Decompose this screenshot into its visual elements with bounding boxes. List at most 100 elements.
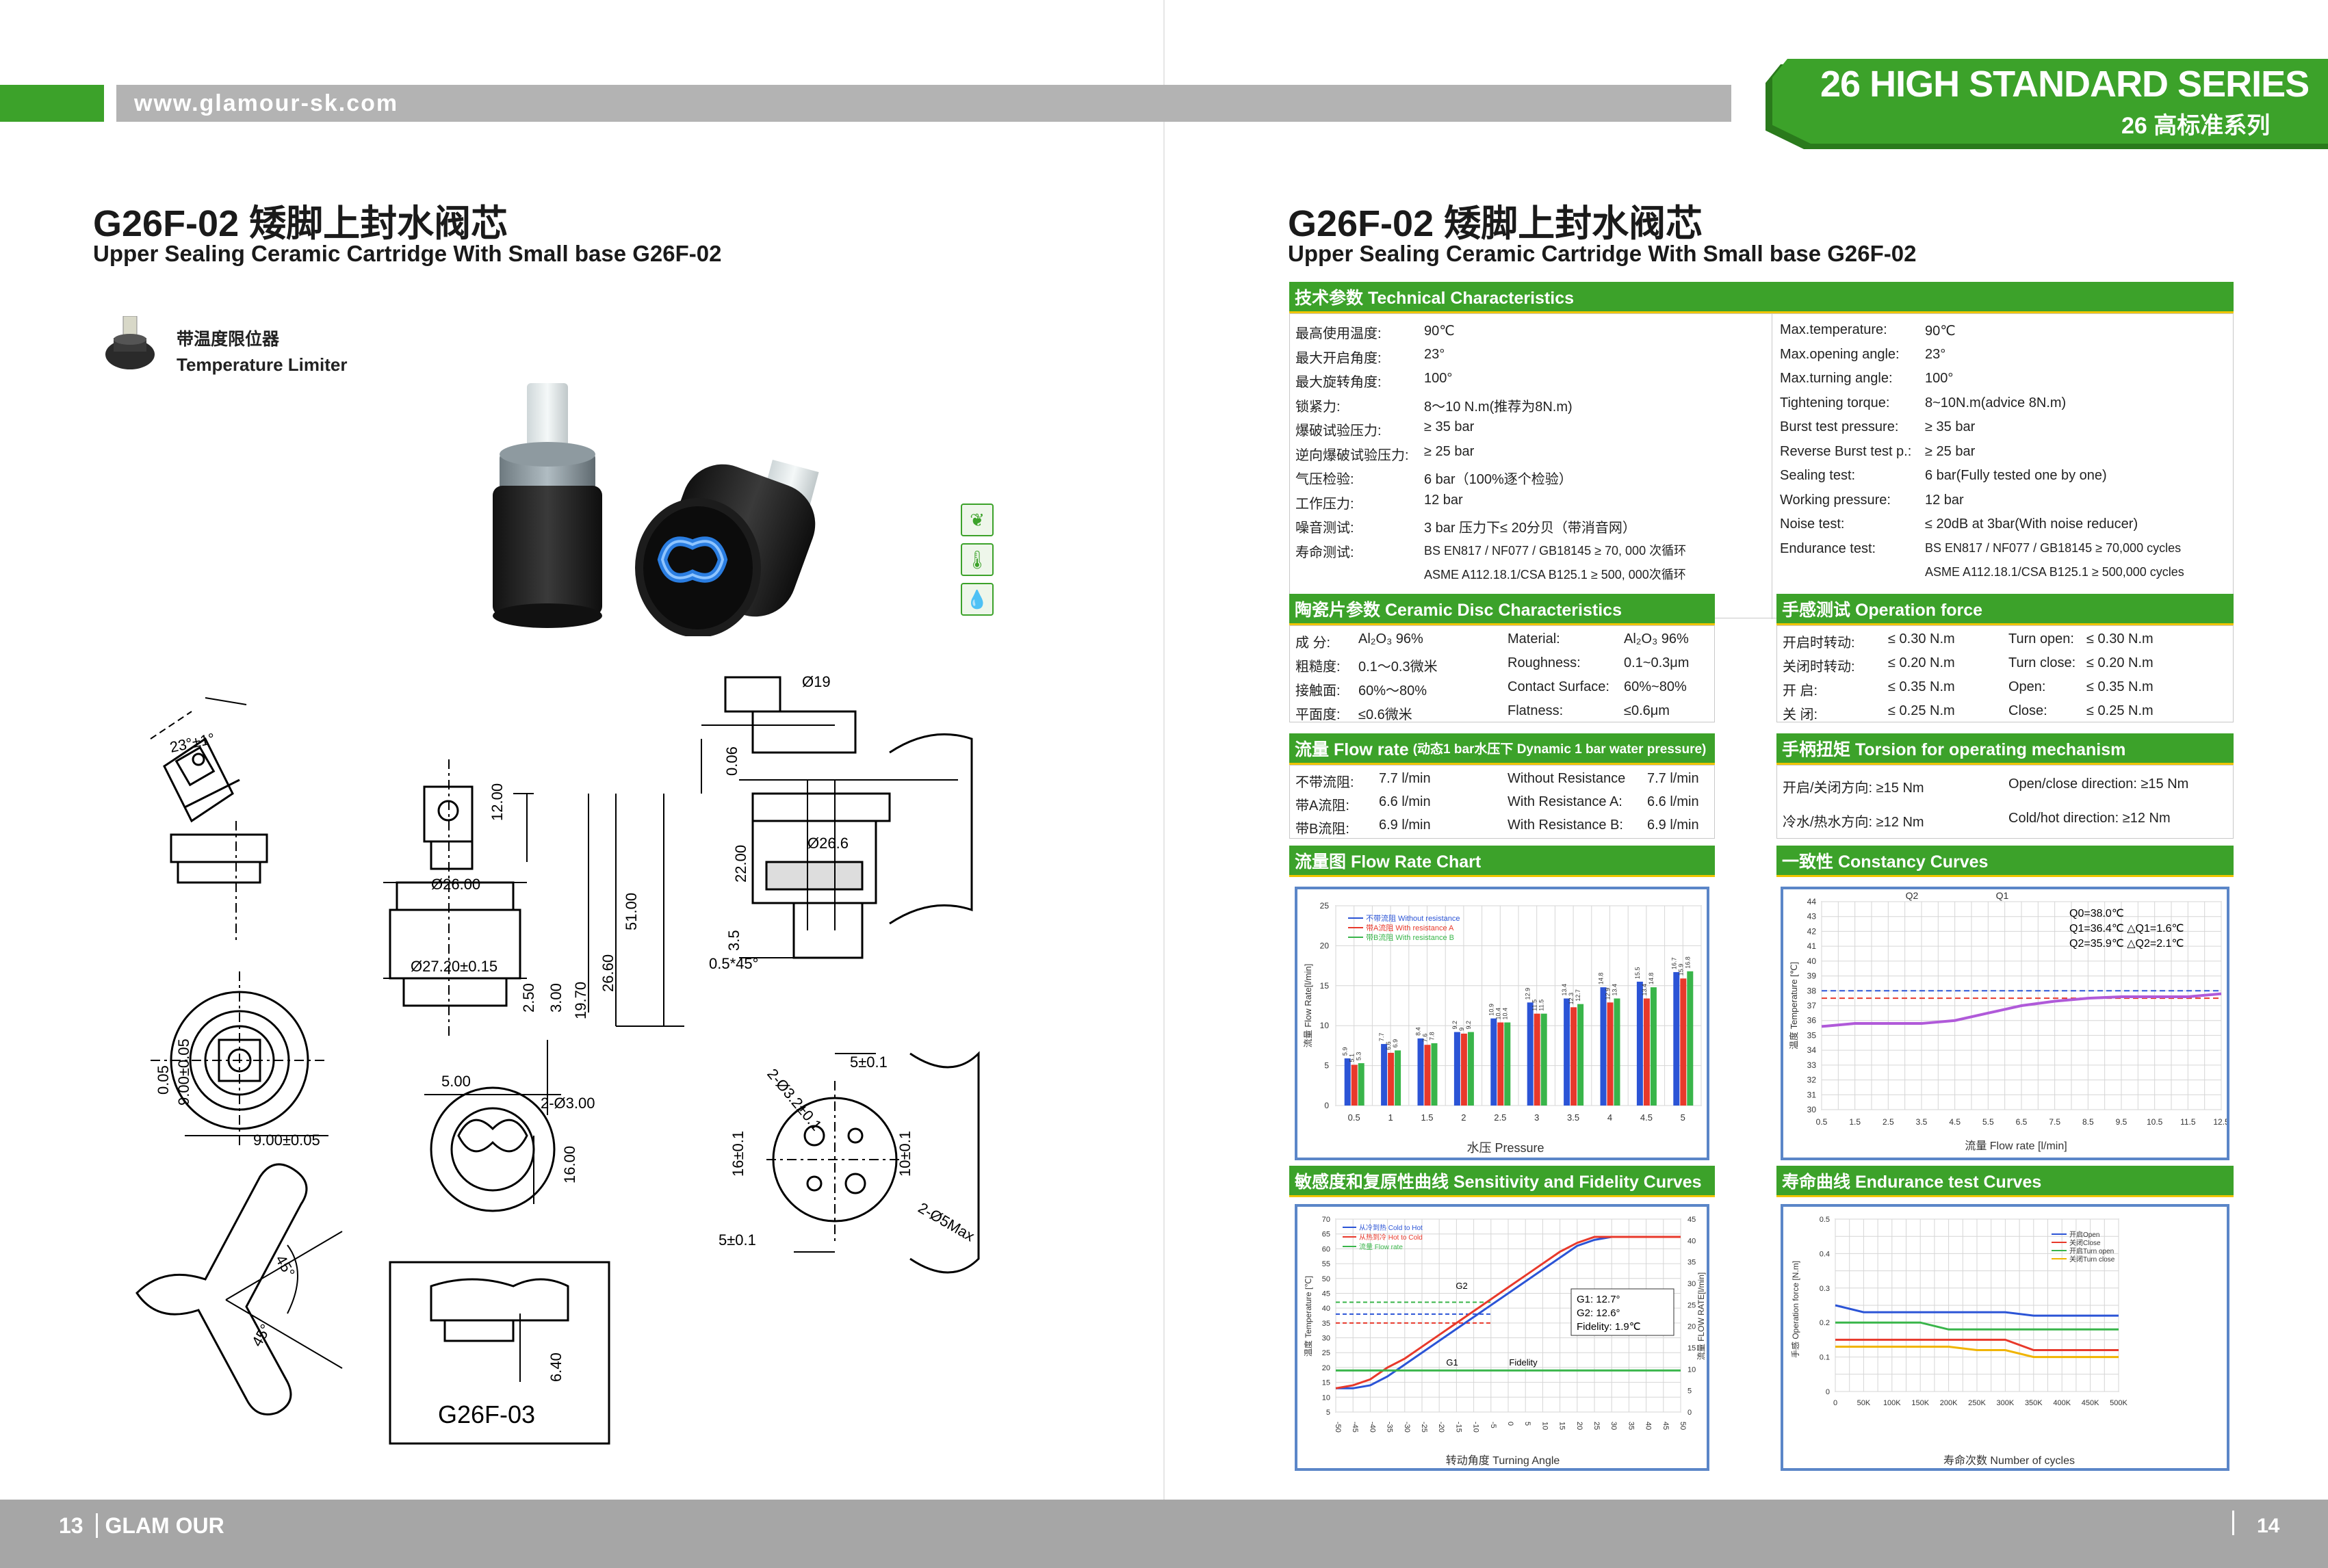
tech-cn-value: ≥ 25 bar <box>1424 443 1475 459</box>
flow-xtick: 2.5 <box>1494 1112 1506 1123</box>
tech-cn-label: 锁紧力: <box>1295 399 1341 415</box>
flow-data-label: 12.9 <box>1605 988 1612 1000</box>
tech-cn-value: 23° <box>1424 346 1445 362</box>
flow-data-label: 10.9 <box>1488 1004 1495 1016</box>
sensitivity-ytick: 65 <box>1322 1231 1330 1239</box>
endurance-legend-label: 开启Turn open <box>2069 1246 2114 1255</box>
section-view <box>701 676 973 959</box>
constancy-ytick: 37 <box>1807 1001 1817 1010</box>
sensitivity-ytick: 25 <box>1322 1349 1330 1357</box>
website-url[interactable]: www.glamour-sk.com <box>134 90 399 116</box>
ceramic-label-cn: 成 分: <box>1295 636 1331 651</box>
ceramic-value-cn: 60%～80% <box>1358 683 1427 698</box>
bottom-view <box>151 971 328 1149</box>
sensitivity-annot-fidelity-val: Fidelity: 1.9℃ <box>1577 1321 1641 1333</box>
flow-data-label: 12.7 <box>1575 989 1581 1002</box>
tech-cn-value: ASME A112.18.1/CSA B125.1 ≥ 500, 000次循环 <box>1424 568 1686 582</box>
flow-legend-label: 不带流阻 Without resistance <box>1366 913 1460 923</box>
dim-chamfer: 0.5*45° <box>709 955 758 972</box>
thermometer-icon: 🌡 <box>961 543 994 576</box>
flow-data-label: 6.9 <box>1392 1039 1399 1048</box>
sensitivity-xtick: 20 <box>1575 1422 1583 1430</box>
endurance-series-line <box>1835 1345 2119 1359</box>
dim-5-bottom: 5±0.1 <box>719 1231 756 1249</box>
sensitivity-y2tick: 45 <box>1687 1216 1696 1224</box>
flow-data-label: 11.5 <box>1538 999 1545 1011</box>
rotated-view <box>150 697 268 944</box>
sensitivity-xtick: -35 <box>1386 1422 1394 1433</box>
sensitivity-y2tick: 15 <box>1687 1344 1696 1353</box>
torsion-section: 手柄扭矩 Torsion for operating mechanism 开启/… <box>1776 733 2234 839</box>
flow-bar <box>1490 1018 1497 1106</box>
ceramic-label-cn: 接触面: <box>1295 683 1341 698</box>
tech-cn-label: 噪音测试: <box>1295 521 1354 536</box>
torsion-header: 手柄扭矩 Torsion for operating mechanism <box>1776 733 2234 765</box>
dim-6-40: 6.40 <box>547 1353 565 1382</box>
flow-value-cn: 7.7 l/min <box>1379 771 1431 786</box>
sensitivity-xtick: 15 <box>1558 1422 1566 1430</box>
sensitivity-ytick: 5 <box>1326 1409 1330 1417</box>
ceramic-value-cn: Al₂O₃ 96% <box>1358 631 1423 646</box>
flow-ytick: 10 <box>1320 1021 1330 1030</box>
tech-en-value: ≥ 25 bar <box>1925 443 1976 459</box>
tech-en-value: BS EN817 / NF077 / GB18145 ≥ 70,000 cycl… <box>1925 540 2182 555</box>
flow-data-label: 7.7 <box>1378 1033 1385 1042</box>
sensitivity-xtick: -5 <box>1489 1422 1497 1428</box>
endurance-legend-label: 关闭Turn close <box>2069 1255 2115 1264</box>
ceramic-value-en: ≤0.6μm <box>1624 703 1670 718</box>
dim-12: 12.00 <box>489 783 506 821</box>
tech-en-value: ASME A112.18.1/CSA B125.1 ≥ 500,000 cycl… <box>1925 565 2184 579</box>
constancy-xtick: 12.5 <box>2213 1117 2229 1127</box>
flow-bar <box>1564 998 1570 1106</box>
right-title-cn: G26F-02 矮脚上封水阀芯 <box>1288 203 1703 244</box>
flow-bar <box>1453 1032 1460 1106</box>
series-banner <box>1772 59 2328 144</box>
flow-label-cn: 不带流阻: <box>1295 775 1354 790</box>
tech-cn-label: 最高使用温度: <box>1295 326 1382 341</box>
flow-data-label: 7.8 <box>1429 1032 1436 1041</box>
flow-xtick: 5 <box>1681 1112 1685 1123</box>
flow-ylabel: 流量 Flow Rate[l/min] <box>1303 964 1313 1048</box>
tech-cn-label: 工作压力: <box>1295 496 1354 512</box>
constancy-ytick: 36 <box>1807 1016 1817 1025</box>
tech-en-label: Sealing test: <box>1780 468 1856 483</box>
endurance-series-line <box>1835 1321 2119 1331</box>
dim-d26-6: Ø26.6 <box>807 835 849 852</box>
flow-xtick: 4.5 <box>1640 1112 1653 1123</box>
flow-data-label: 12.9 <box>1525 988 1531 1000</box>
flow-xtick: 1 <box>1388 1112 1393 1123</box>
endurance-ytick: 0.3 <box>1820 1285 1830 1293</box>
ceramic-label-en: Flatness: <box>1508 703 1564 718</box>
ceramic-value-cn: ≤0.6微米 <box>1358 707 1412 722</box>
dim-3-00: 3.00 <box>547 983 565 1012</box>
header-url-bar <box>116 85 1731 122</box>
left-title-en: Upper Sealing Ceramic Cartridge With Sma… <box>93 241 722 266</box>
sensitivity-legend-label: 从冷到热 Cold to Hot <box>1359 1223 1423 1232</box>
dim-2x3-2: 2-Ø3.2±0.1 <box>764 1065 825 1134</box>
flow-bar <box>1600 987 1607 1106</box>
sensitivity-y2tick: 5 <box>1687 1387 1692 1396</box>
hole-pattern-view <box>766 1051 980 1274</box>
page-fold <box>1163 0 1165 1568</box>
flow-bar <box>1650 987 1657 1106</box>
sensitivity-ytick: 70 <box>1322 1216 1330 1224</box>
flow-data-label: 5.9 <box>1342 1047 1349 1056</box>
flow-bar <box>1673 971 1680 1106</box>
constancy-xtick: 10.5 <box>2147 1117 2163 1127</box>
dim-26-60: 26.60 <box>599 954 617 992</box>
tech-cn-value: 6 bar（100%逐个检验） <box>1424 472 1573 487</box>
side-elevation <box>383 759 684 1115</box>
sensitivity-xtick: -50 <box>1334 1422 1342 1433</box>
flow-data-label: 13.4 <box>1612 984 1618 996</box>
constancy-xtick: 5.5 <box>1982 1117 1994 1127</box>
sensitivity-y2tick: 35 <box>1687 1259 1696 1267</box>
sensitivity-header: 敏感度和复原性曲线 Sensitivity and Fidelity Curve… <box>1289 1166 1715 1197</box>
tech-section: 技术参数 Technical Characteristics 最高使用温度:90… <box>1289 282 2234 619</box>
flow-data-label: 5.3 <box>1356 1052 1362 1061</box>
sensitivity-legend-label: 流量 Flow rate <box>1359 1242 1403 1251</box>
tech-en-label: Burst test pressure: <box>1780 419 1899 434</box>
tech-en-value: 23° <box>1925 346 1946 362</box>
